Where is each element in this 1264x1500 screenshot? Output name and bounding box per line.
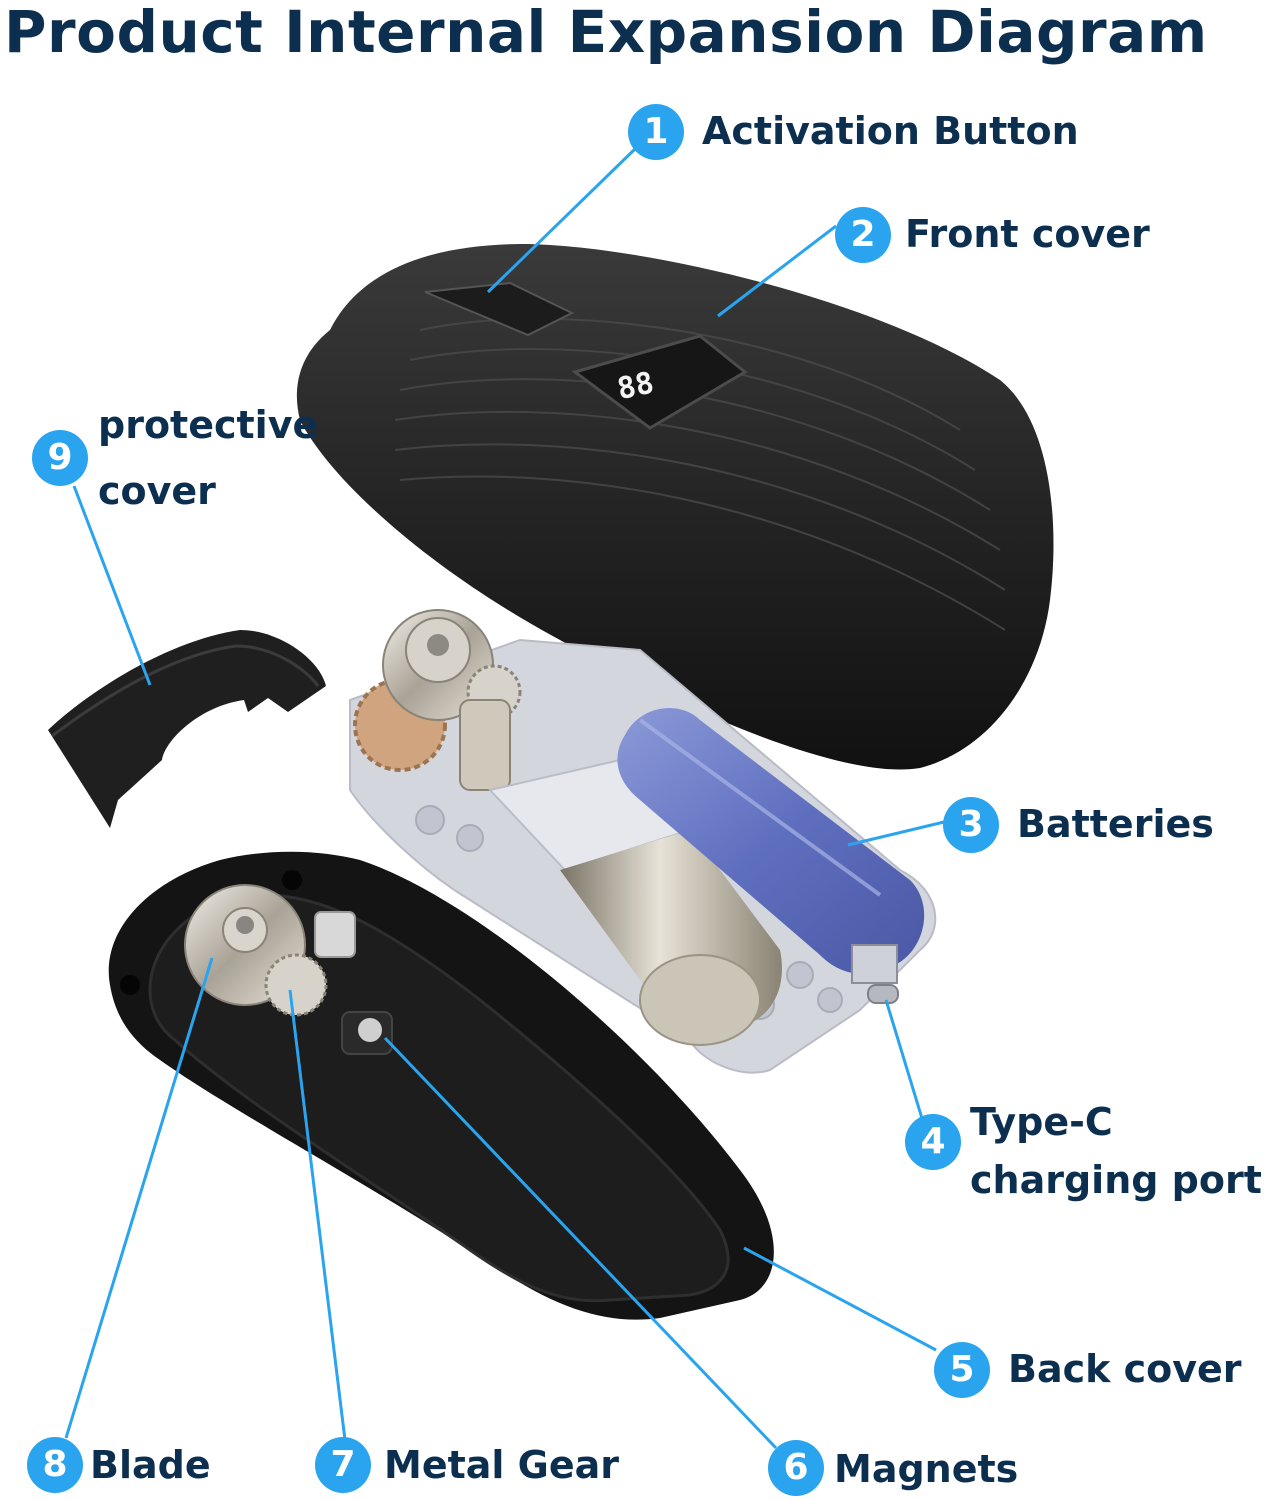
callout-badge-2: 2 — [835, 207, 891, 263]
page-title: Product Internal Expansion Diagram — [4, 0, 1208, 66]
callout-badge-5: 5 — [934, 1342, 990, 1398]
front-cover-shape: 88 — [296, 244, 1054, 770]
callout-label-cover: cover — [98, 469, 216, 513]
back-cover-shape — [108, 851, 774, 1320]
callout-label-batteries: Batteries — [1017, 802, 1214, 846]
callout-badge-7: 7 — [315, 1437, 371, 1493]
callout-label-type-c: Type-C — [970, 1100, 1113, 1144]
callout-label-magnets: Magnets — [834, 1447, 1019, 1491]
typec-port-shape — [851, 944, 899, 1004]
callout-badge-6: 6 — [768, 1440, 824, 1496]
callout-label-blade: Blade — [90, 1443, 211, 1487]
callout-label-charging-port: charging port — [970, 1158, 1262, 1202]
callout-label-front-cover: Front cover — [905, 212, 1150, 256]
leader-lines — [64, 146, 945, 1450]
gear-assembly-shape — [353, 609, 522, 791]
motor-shape — [488, 758, 782, 1046]
protective-cover-shape — [48, 630, 326, 828]
battery-shape — [617, 708, 925, 974]
callout-badge-4: 4 — [905, 1114, 961, 1170]
callout-badge-1: 1 — [628, 104, 684, 160]
callout-badge-8: 8 — [27, 1437, 83, 1493]
callout-label-metal-gear: Metal Gear — [384, 1443, 619, 1487]
callout-badge-9: 9 — [32, 430, 88, 486]
display-readout: 88 — [614, 366, 657, 408]
callout-badge-3: 3 — [943, 797, 999, 853]
callout-label-activation-button: Activation Button — [702, 109, 1079, 153]
callout-label-back-cover: Back cover — [1008, 1347, 1242, 1391]
callout-label-protective: protective — [98, 403, 319, 447]
